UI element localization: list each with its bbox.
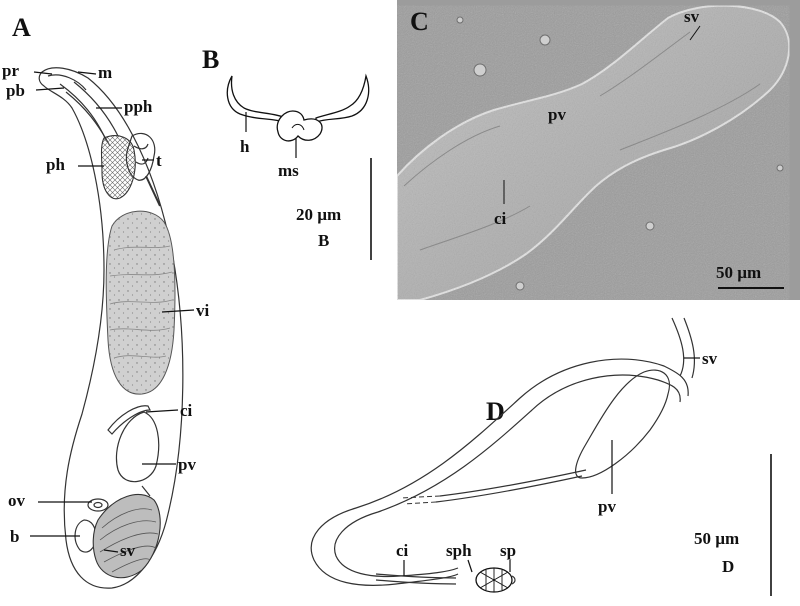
testis-duct	[145, 175, 161, 207]
leader-sph	[467, 559, 473, 573]
label-pv: pv	[178, 455, 196, 474]
copulatory-organ-outline	[310, 358, 689, 586]
vitellarium-lobes	[109, 245, 173, 359]
panel-d-letter: D	[486, 397, 505, 426]
scale-text-b: 20 µm	[296, 205, 341, 224]
leader-sv-c	[689, 25, 701, 41]
prostatic-vesicle	[115, 411, 160, 483]
leader-pr	[33, 71, 53, 75]
micrograph-folds	[403, 31, 761, 251]
label-ph: ph	[46, 155, 65, 174]
label-sv-c: sv	[684, 7, 700, 26]
leader-pb	[35, 87, 65, 91]
prostatic-ducts	[435, 469, 587, 503]
scale-text-d: 50 µm	[694, 529, 739, 548]
cirrus-d	[375, 573, 457, 585]
bubble	[473, 63, 487, 77]
median-sclerite	[276, 110, 323, 142]
scale-text-c: 50 µm	[716, 263, 761, 282]
bubble	[776, 164, 784, 172]
worm-body-outline	[38, 67, 184, 589]
sphincter-texture	[479, 568, 509, 592]
testis-lobe	[133, 143, 149, 165]
hook-right	[315, 73, 370, 123]
label-sp: sp	[500, 541, 516, 560]
leader-m	[77, 71, 97, 75]
vitellarium-texture	[106, 211, 175, 395]
label-vi: vi	[196, 301, 210, 320]
panel-b-letter: B	[202, 45, 219, 74]
panel-a-letter: A	[12, 13, 31, 42]
scale-panel-b: B	[318, 231, 329, 250]
pharyngeal-tube-inner	[65, 91, 111, 147]
panel-c: C sv pv ci 50 µm	[396, 0, 800, 301]
label-ov: ov	[8, 491, 26, 510]
label-m: m	[98, 63, 112, 82]
ovary	[87, 498, 109, 512]
leader-vi	[161, 309, 195, 313]
label-t: t	[156, 151, 162, 170]
panel-d: D sv pv ci sph sp 50 µm D	[310, 317, 772, 596]
label-pv-c: pv	[548, 105, 566, 124]
panel-b: B h ms 20 µm B	[202, 45, 372, 260]
leader-ci	[145, 409, 179, 413]
copulatory-organ-inner	[334, 374, 681, 578]
label-ci-c: ci	[494, 209, 507, 228]
label-sv-d: sv	[702, 349, 718, 368]
hook-left	[226, 75, 287, 123]
label-pph: pph	[124, 97, 153, 116]
leader-sv-a	[103, 549, 119, 553]
bubble	[539, 34, 551, 46]
spine	[511, 575, 516, 585]
label-pr: pr	[2, 61, 19, 80]
bubble	[515, 281, 525, 291]
prostatic-vesicle-d	[575, 369, 670, 479]
label-sv-a: sv	[120, 541, 136, 560]
bursa	[74, 519, 97, 553]
seminal-vesicle	[92, 493, 161, 579]
label-b: b	[10, 527, 19, 546]
pharynx-bulb	[100, 135, 136, 200]
label-ci: ci	[180, 401, 193, 420]
cirrus	[107, 405, 151, 435]
testis	[125, 132, 156, 181]
panel-c-letter: C	[410, 7, 429, 36]
proboscis	[47, 74, 87, 91]
label-sph: sph	[446, 541, 472, 560]
label-ms: ms	[278, 161, 299, 180]
scale-panel-d: D	[722, 557, 734, 576]
label-h: h	[240, 137, 250, 156]
label-pb: pb	[6, 81, 25, 100]
bubble	[456, 16, 464, 24]
label-pv-d: pv	[598, 497, 616, 516]
bubble	[645, 221, 655, 231]
panel-a: A	[2, 13, 210, 589]
micrograph-organism	[396, 4, 791, 301]
label-ci-d: ci	[396, 541, 409, 560]
ejaculatory-duct	[141, 485, 151, 497]
prostatic-ducts-dashed	[399, 495, 441, 505]
median-sclerite-inner	[291, 123, 305, 131]
pharyngeal-tube-outer	[73, 81, 119, 137]
seminal-vesicle-texture	[99, 508, 159, 573]
ovary-core	[93, 501, 103, 509]
seminal-vesicle-stem	[671, 317, 696, 379]
